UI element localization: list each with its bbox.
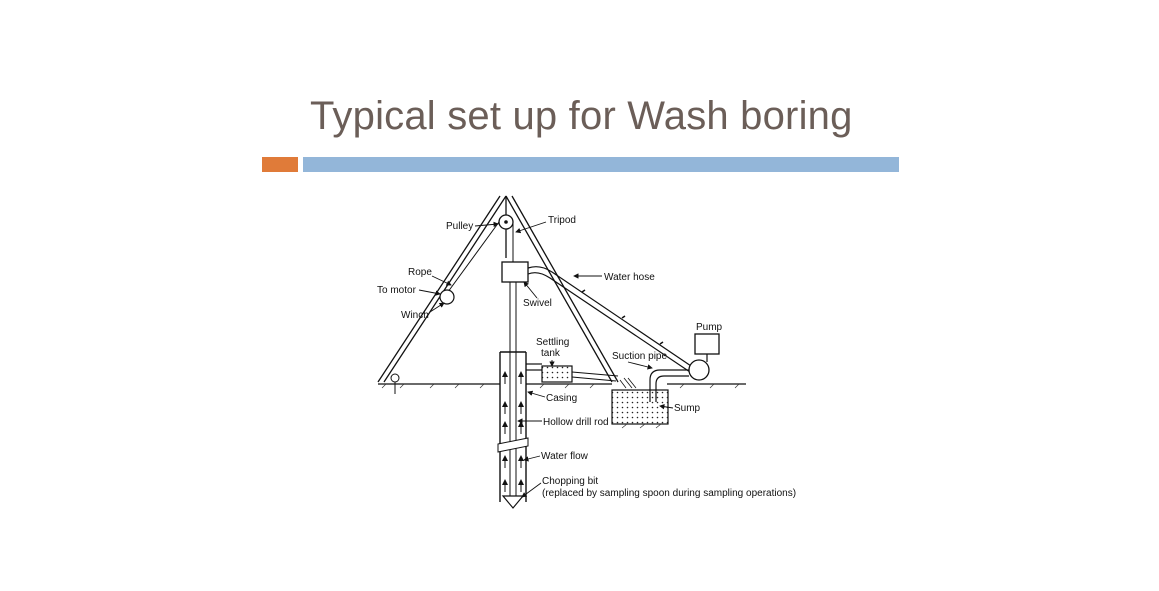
- label-swivel: Swivel: [523, 298, 552, 309]
- label-water-flow: Water flow: [541, 451, 589, 462]
- pulley-axle: [504, 220, 508, 224]
- pump-impeller: [688, 359, 710, 381]
- slide-title: Typical set up for Wash boring: [310, 94, 853, 138]
- label-to-motor: To motor: [377, 285, 417, 296]
- overflow-channel: [571, 371, 619, 382]
- casing-break: [497, 437, 529, 453]
- ground-hatching: [381, 383, 740, 389]
- label-pulley: Pulley: [446, 221, 473, 232]
- chopping-bit: [501, 495, 525, 509]
- water-splash: [619, 377, 637, 389]
- hollow-drill-rod: [509, 282, 517, 496]
- label-pump: Pump: [696, 322, 723, 333]
- label-sump: Sump: [674, 403, 701, 414]
- accent-bar-blue: [303, 157, 899, 172]
- label-chopping-bit: Chopping bit: [542, 476, 598, 487]
- label-suction-pipe: Suction pipe: [612, 351, 667, 362]
- sump-hatching: [621, 423, 662, 429]
- rope: [444, 221, 514, 297]
- label-water-hose: Water hose: [604, 272, 655, 283]
- swivel: [501, 261, 529, 283]
- winch-drum: [439, 289, 455, 305]
- accent-bar-orange: [262, 157, 298, 172]
- sump: [611, 389, 669, 425]
- label-settling: Settling: [536, 337, 569, 348]
- leader-lines: [418, 221, 674, 498]
- label-hollow-drill-rod: Hollow drill rod: [543, 417, 609, 428]
- label-winch: Winch: [401, 310, 429, 321]
- anchor-stake: [390, 373, 400, 394]
- outlet-pipe: [526, 363, 542, 371]
- label-rope: Rope: [408, 267, 432, 278]
- settling-tank: [541, 365, 573, 383]
- label-tripod: Tripod: [548, 215, 576, 226]
- pump-body: [694, 333, 720, 355]
- water-hose: [527, 266, 695, 373]
- water-flow-arrows: [502, 371, 524, 492]
- label-chopping-bit-note: (replaced by sampling spoon during sampl…: [542, 488, 796, 499]
- suction-pipe: [649, 369, 689, 402]
- casing: [499, 351, 527, 502]
- label-casing: Casing: [546, 393, 577, 404]
- label-tank: tank: [541, 348, 561, 359]
- hose-band-marks: [581, 289, 664, 345]
